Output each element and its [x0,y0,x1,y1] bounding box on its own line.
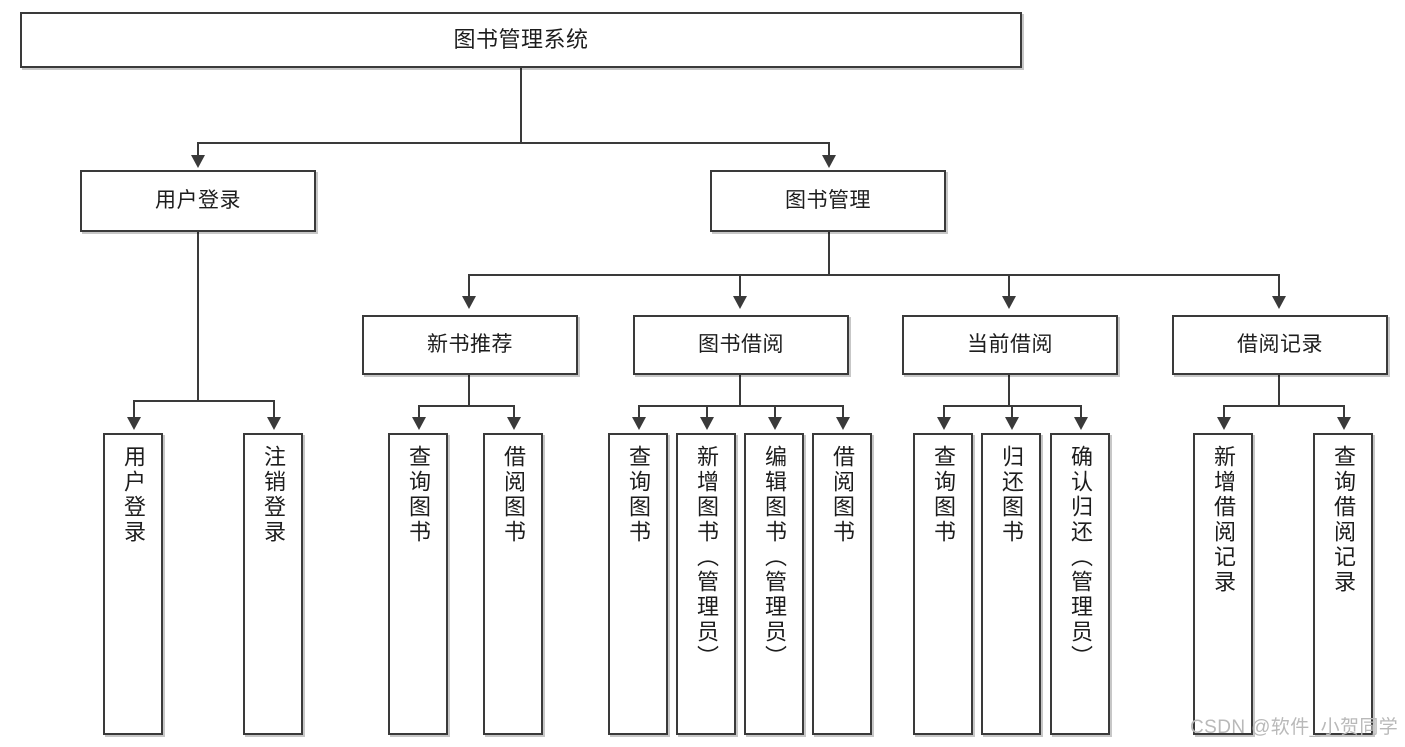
arrowhead-bb-query [632,417,646,430]
arrowhead-leaf-user-login [127,417,141,430]
node-book-management[interactable]: 图书管理 [710,170,946,232]
connector-drop-book-manage [828,142,830,158]
connector-new-book-bus [418,405,513,407]
arrowhead-book-borrow [733,296,747,309]
arrowhead-nb-query [412,417,426,430]
connector-level2-bus [197,142,828,144]
connector-root-trunk [520,68,522,142]
connector-drop-leaf-logout [273,400,275,419]
connector-drop-leaf-user-login [133,400,135,419]
leaf-nb-query-book[interactable]: 查询图书 [388,433,448,735]
connector-current-borrow-trunk [1008,375,1010,405]
connector-drop-bb-borrow [842,405,844,419]
connector-drop-nb-borrow [513,405,515,419]
connector-drop-cb-query [943,405,945,419]
node-label: 查询借阅记录 [1331,445,1356,595]
leaf-cb-confirm-return-admin[interactable]: 确认归还（管理员） [1050,433,1110,735]
connector-drop-user-login [197,142,199,158]
connector-borrow-record-bus [1223,405,1343,407]
connector-drop-borrow-record [1278,274,1280,298]
leaf-bb-query-book[interactable]: 查询图书 [608,433,668,735]
node-label: 归还图书 [999,445,1024,545]
connector-book-manage-trunk [828,232,830,274]
connector-book-borrow-bus [638,405,842,407]
connector-drop-cb-return [1011,405,1013,419]
connector-drop-br-add [1223,405,1225,419]
connector-level3-bus [468,274,1280,276]
node-label: 编辑图书（管理员） [762,445,787,670]
leaf-br-query-record[interactable]: 查询借阅记录 [1313,433,1373,735]
leaf-user-login[interactable]: 用户登录 [103,433,163,735]
node-label: 新增图书（管理员） [694,445,719,670]
connector-user-login-trunk [197,232,199,400]
arrowhead-nb-borrow [507,417,521,430]
arrowhead-cb-return [1005,417,1019,430]
leaf-cb-return-book[interactable]: 归还图书 [981,433,1041,735]
leaf-bb-edit-book-admin[interactable]: 编辑图书（管理员） [744,433,804,735]
connector-drop-br-query [1343,405,1345,419]
arrowhead-current-borrow [1002,296,1016,309]
arrowhead-leaf-logout [267,417,281,430]
node-label: 当前借阅 [967,332,1053,356]
connector-drop-book-borrow [739,274,741,298]
leaf-logout[interactable]: 注销登录 [243,433,303,735]
node-borrow-record[interactable]: 借阅记录 [1172,315,1388,375]
node-label: 新书推荐 [427,332,513,356]
arrowhead-book-manage [822,155,836,168]
connector-drop-new-book [468,274,470,298]
connector-borrow-record-trunk [1278,375,1280,405]
arrowhead-bb-add [700,417,714,430]
node-label: 注销登录 [261,445,286,545]
node-user-login[interactable]: 用户登录 [80,170,316,232]
arrowhead-user-login [191,155,205,168]
node-label: 查询图书 [626,445,651,545]
arrowhead-cb-query [937,417,951,430]
node-current-borrow[interactable]: 当前借阅 [902,315,1118,375]
node-label: 查询图书 [931,445,956,545]
node-label: 借阅记录 [1237,332,1323,356]
arrowhead-borrow-record [1272,296,1286,309]
node-book-borrow[interactable]: 图书借阅 [633,315,849,375]
node-label: 新增借阅记录 [1211,445,1236,595]
leaf-cb-query-book[interactable]: 查询图书 [913,433,973,735]
connector-drop-cb-confirm [1080,405,1082,419]
node-label: 借阅图书 [501,445,526,545]
connector-drop-bb-add [706,405,708,419]
connector-drop-current-borrow [1008,274,1010,298]
arrowhead-new-book [462,296,476,309]
node-label: 图书管理系统 [453,27,589,53]
leaf-bb-borrow-book[interactable]: 借阅图书 [812,433,872,735]
arrowhead-br-add [1217,417,1231,430]
leaf-bb-add-book-admin[interactable]: 新增图书（管理员） [676,433,736,735]
connector-drop-bb-edit [774,405,776,419]
connector-book-borrow-trunk [739,375,741,405]
arrowhead-cb-confirm [1074,417,1088,430]
node-label: 用户登录 [121,445,146,545]
arrowhead-bb-edit [768,417,782,430]
arrowhead-bb-borrow [836,417,850,430]
connector-new-book-trunk [468,375,470,405]
leaf-nb-borrow-book[interactable]: 借阅图书 [483,433,543,735]
arrowhead-br-query [1337,417,1351,430]
node-label: 用户登录 [155,188,241,212]
connector-user-login-bus [133,400,273,402]
node-label: 借阅图书 [830,445,855,545]
node-label: 查询图书 [406,445,431,545]
connector-drop-nb-query [418,405,420,419]
node-new-book-recommend[interactable]: 新书推荐 [362,315,578,375]
node-root-system[interactable]: 图书管理系统 [20,12,1022,68]
node-label: 图书借阅 [698,332,784,356]
node-label: 图书管理 [785,188,871,212]
leaf-br-add-record[interactable]: 新增借阅记录 [1193,433,1253,735]
connector-drop-bb-query [638,405,640,419]
node-label: 确认归还（管理员） [1068,445,1093,670]
